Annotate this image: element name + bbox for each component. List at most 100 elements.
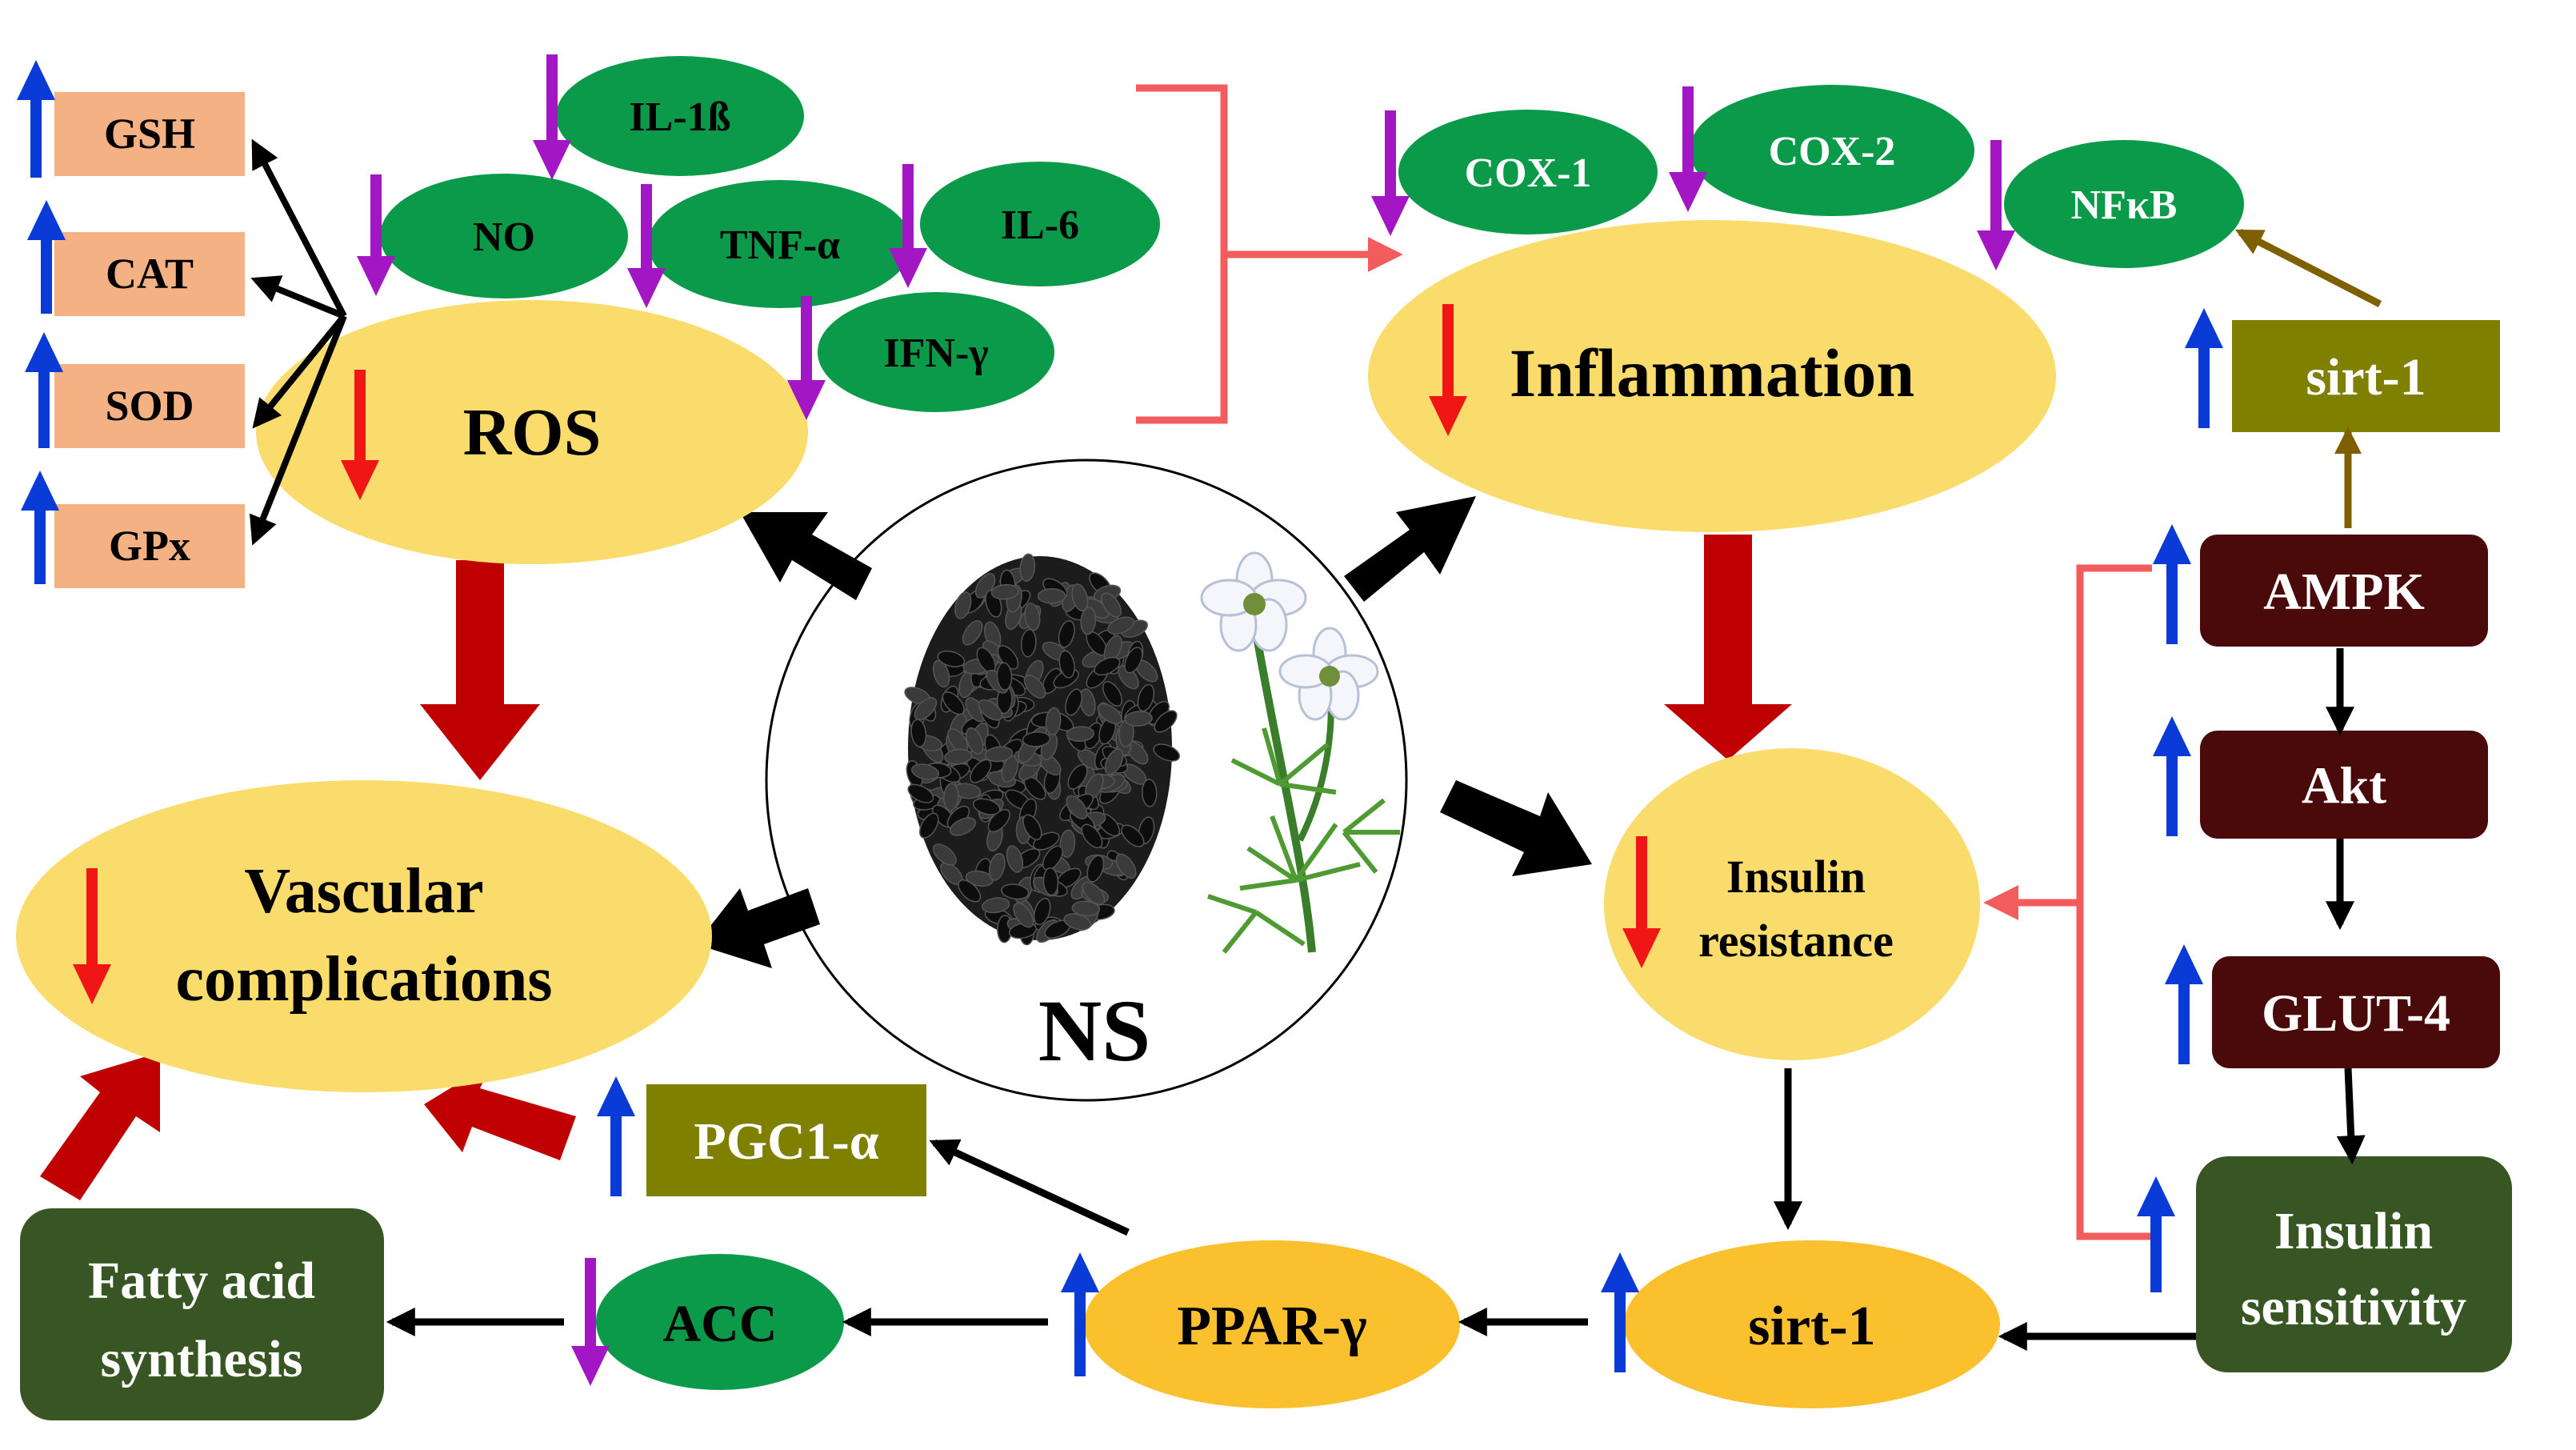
cytokine-oval: TNF-α	[648, 180, 912, 308]
arrow-to-vascular	[696, 888, 820, 968]
arrow-to-inflammation	[1344, 496, 1476, 602]
inflam-marker-oval: COX-1	[1398, 110, 1658, 234]
sirt-bottom-label: sirt-1	[1748, 1296, 1875, 1357]
down-arrow-icon	[571, 1258, 610, 1386]
pgc-label: PGC1-α	[694, 1112, 878, 1171]
fatty-line1: Fatty acid	[88, 1252, 315, 1310]
antioxidant-gpx: GPx	[54, 504, 245, 588]
insulin-sensitivity-line1: Insulin	[2274, 1202, 2433, 1260]
up-arrow-icon	[17, 60, 55, 178]
down-arrow-icon	[787, 296, 826, 420]
arrow-fatty-to-vascular	[40, 1052, 160, 1200]
inflam-marker-label: NFκB	[2071, 182, 2178, 228]
center-label: NS	[1038, 982, 1151, 1079]
inflammation-node: Inflammation	[1368, 220, 2056, 532]
ros-label: ROS	[463, 395, 602, 470]
cytokine-label: IL-1ß	[629, 94, 730, 140]
center-ns: NS	[765, 459, 1408, 1102]
insulin-resistance-line2: resistance	[1698, 915, 1894, 967]
down-arrow-icon	[341, 370, 379, 500]
cytokine-oval: IL-6	[920, 162, 1160, 286]
vascular-line1: Vascular	[244, 856, 483, 927]
sirt-bottom-node: sirt-1	[1624, 1240, 2000, 1408]
cytokine-oval: NO	[380, 174, 628, 298]
ros-node: ROS	[256, 300, 808, 564]
sirt-top: sirt-1	[2232, 320, 2500, 432]
up-arrow-icon	[2153, 716, 2191, 836]
antioxidant-sod: SOD	[54, 364, 245, 448]
inflam-marker-label: COX-2	[1769, 129, 1896, 174]
inflammation-label: Inflammation	[1510, 334, 1914, 411]
insulin-sensitivity-line2: sensitivity	[2241, 1278, 2466, 1336]
flower-plant-image	[1200, 551, 1400, 954]
brown-arrows	[2234, 228, 2382, 528]
pink-bracket-right	[1983, 564, 2152, 1240]
up-arrow-icon	[597, 1076, 635, 1196]
fatty-line2: synthesis	[100, 1330, 302, 1388]
up-arrow-icon	[1061, 1252, 1099, 1376]
acc-label: ACC	[663, 1295, 778, 1353]
ampk-box: AMPK	[2200, 535, 2488, 647]
red-arrows	[40, 535, 1792, 1200]
antioxidant-label: SOD	[105, 382, 194, 430]
up-arrow-icon	[2137, 1176, 2175, 1292]
cytokine-bracket	[1136, 84, 1403, 424]
up-arrow-icon	[2153, 524, 2191, 644]
up-arrow-icon	[2165, 944, 2203, 1064]
ppar-label: PPAR-γ	[1177, 1296, 1366, 1357]
akt-box: Akt	[2200, 731, 2488, 839]
antioxidant-label: GSH	[104, 110, 195, 158]
sirt-top-label: sirt-1	[2306, 348, 2426, 407]
arrow-inflammation-to-ir	[1664, 535, 1792, 760]
insulin-resistance-line1: Insulin	[1726, 851, 1866, 903]
arrow-to-ros	[740, 512, 872, 600]
right-column-arrows	[2326, 648, 2366, 1165]
glut4-box: GLUT-4	[2212, 956, 2500, 1068]
down-arrow-icon	[533, 54, 571, 180]
fatty-acid-box: Fatty acid synthesis	[20, 1208, 384, 1420]
arrow-to-insulin-resistance	[1440, 780, 1592, 876]
center-arrows	[696, 496, 1592, 968]
ampk-box-label: AMPK	[2263, 563, 2425, 621]
cytokine-oval: IL-1ß	[556, 56, 804, 176]
up-arrow-icon	[1601, 1252, 1639, 1372]
down-arrow-icon	[889, 164, 927, 288]
cytokine-label: IFN-γ	[883, 330, 988, 376]
down-arrow-icon	[1669, 86, 1707, 212]
down-arrow-icon	[1371, 110, 1410, 236]
down-arrow-icon	[357, 174, 395, 296]
cytokine-oval: IFN-γ	[818, 292, 1054, 412]
pgc-box: PGC1-α	[646, 1084, 926, 1196]
down-arrow-icon	[627, 184, 666, 308]
up-arrow-icon	[2185, 308, 2223, 428]
down-arrow-icon	[1977, 140, 2015, 270]
vascular-node: Vascular complications	[16, 780, 712, 1092]
antioxidant-cat: CAT	[54, 232, 245, 316]
seed-pile-image	[904, 553, 1181, 946]
ros-to-antioxidant-arrows	[249, 138, 347, 546]
acc-node: ACC	[596, 1254, 844, 1390]
inflam-marker-label: COX-1	[1465, 150, 1592, 196]
akt-box-label: Akt	[2302, 757, 2386, 815]
ppar-node: PPAR-γ	[1084, 1240, 1460, 1408]
cytokine-label: NO	[473, 214, 535, 260]
insulin-resistance-node: Insulin resistance	[1604, 748, 1980, 1060]
arrow-pgc-to-vascular	[424, 1063, 576, 1160]
down-arrow-icon	[1429, 304, 1467, 436]
antioxidant-group: GSH CAT SOD GPx	[54, 92, 245, 588]
down-arrow-icon	[73, 868, 111, 1004]
cytokine-label: TNF-α	[720, 222, 840, 268]
antioxidant-label: GPx	[109, 522, 190, 570]
bottom-arrows	[386, 1068, 2196, 1351]
trend-arrows	[17, 54, 2223, 1386]
up-arrow-icon	[21, 471, 59, 584]
insulin-sensitivity-box: Insulin sensitivity	[2196, 1156, 2512, 1372]
down-arrow-icon	[1622, 836, 1661, 968]
antioxidant-gsh: GSH	[54, 92, 245, 176]
antioxidant-label: CAT	[106, 250, 194, 298]
